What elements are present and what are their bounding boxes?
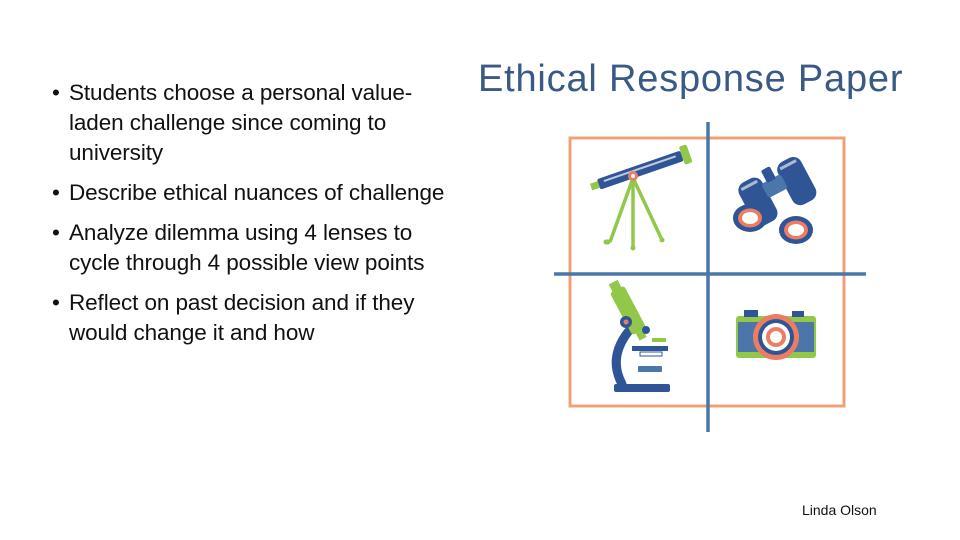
slide-title: Ethical Response Paper: [478, 58, 904, 100]
binoculars-icon: [733, 156, 817, 244]
bullet-item: Describe ethical nuances of challenge: [52, 178, 452, 208]
lens-illustration: [554, 122, 866, 432]
camera-icon: [736, 310, 816, 360]
bullet-item: Reflect on past decision and if they wou…: [52, 288, 452, 348]
microscope-icon: [608, 279, 670, 392]
bullet-item: Analyze dilemma using 4 lenses to cycle …: [52, 218, 452, 278]
author-name: Linda Olson: [802, 502, 877, 518]
bullet-item: Students choose a personal value-laden c…: [52, 78, 452, 168]
telescope-icon: [589, 144, 692, 251]
bullet-list: Students choose a personal value-laden c…: [52, 78, 452, 358]
